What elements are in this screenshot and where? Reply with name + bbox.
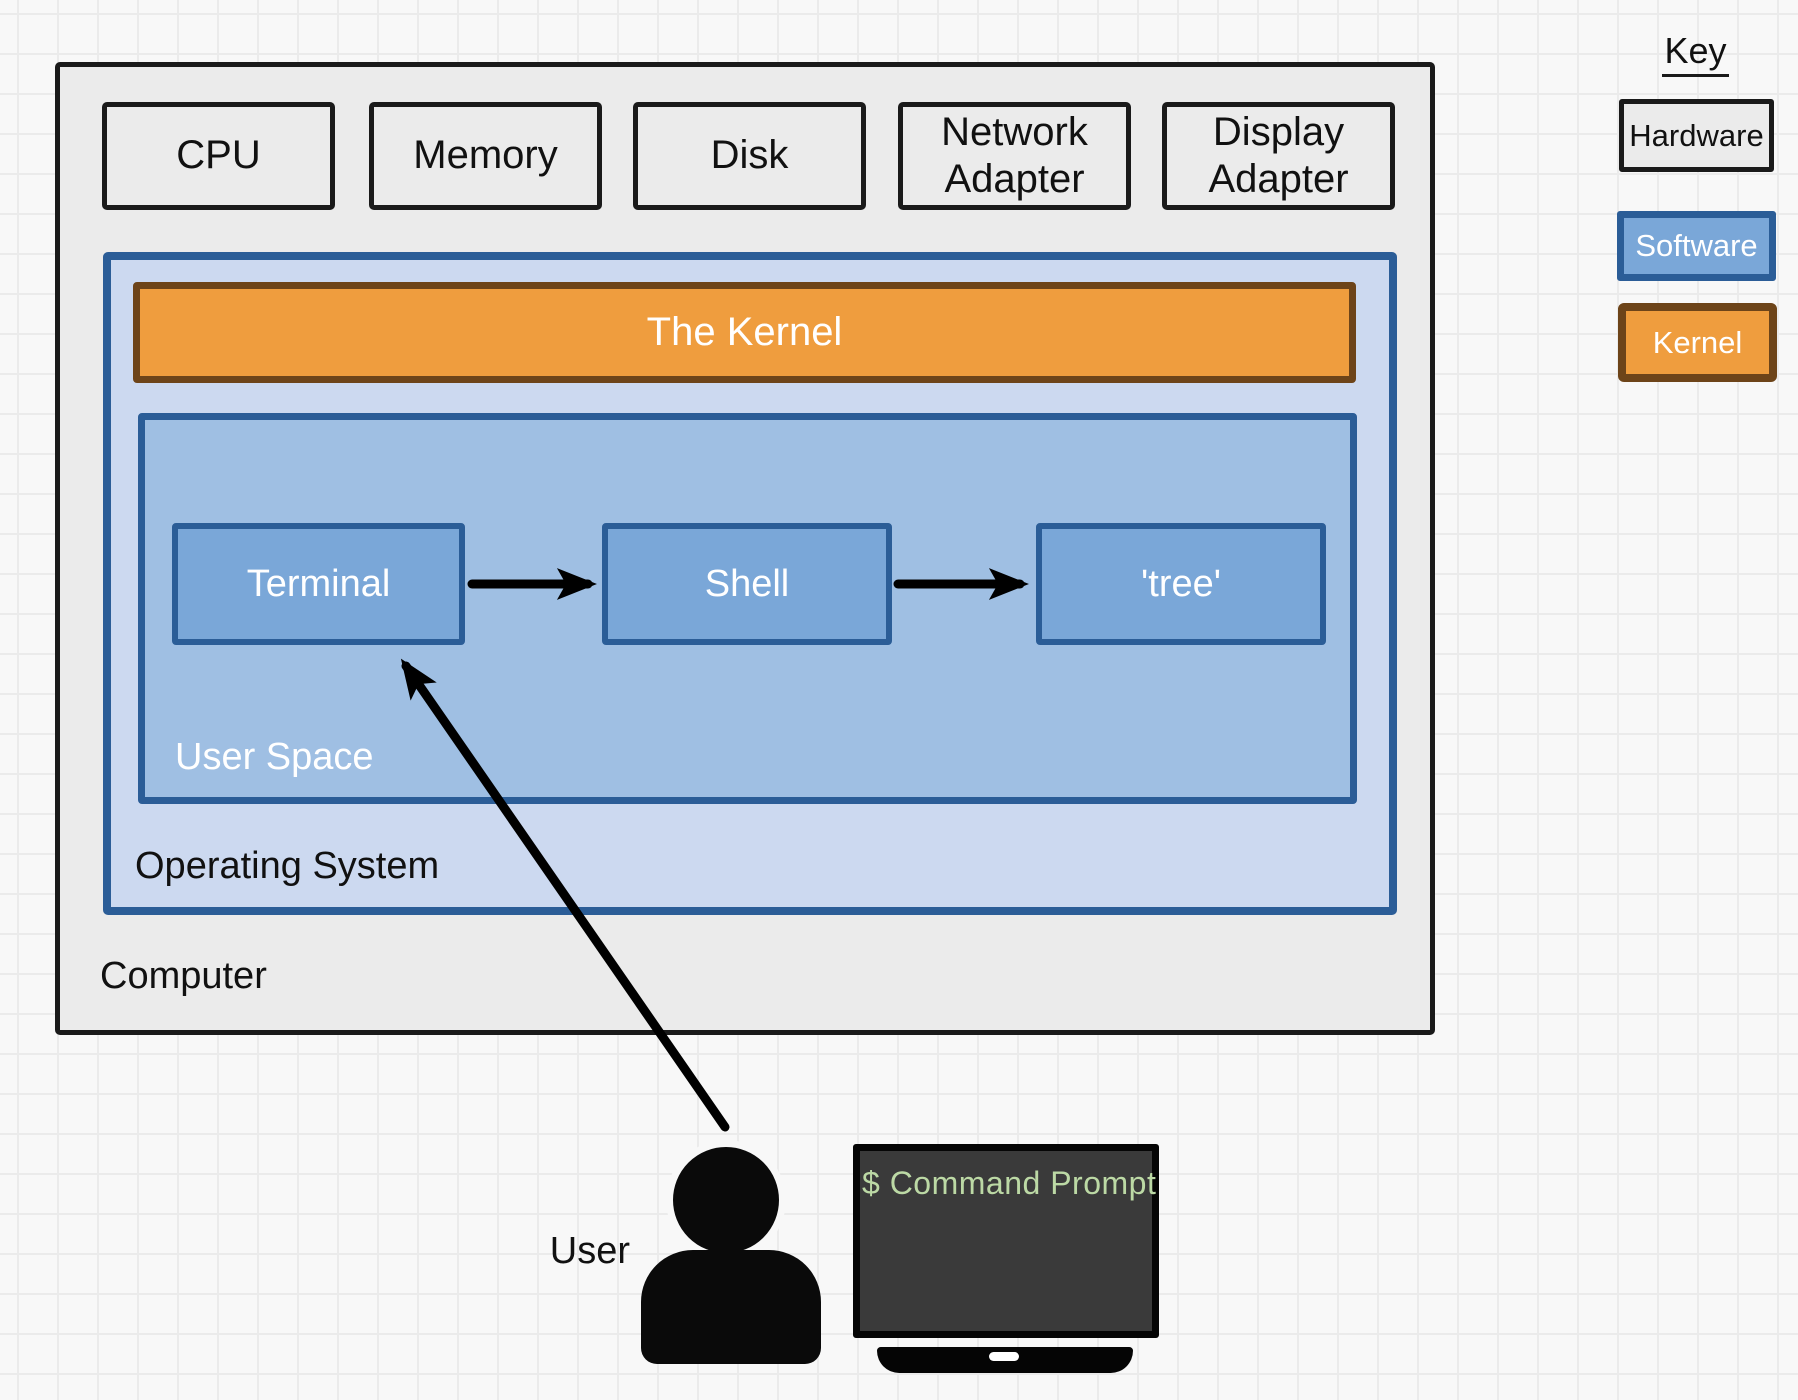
hardware-label-disk: Disk xyxy=(710,133,789,178)
key-label-kernel: Kernel xyxy=(1652,324,1743,360)
key-title-text: Key xyxy=(1662,30,1729,77)
hardware-label-display-adapter: Display Adapter xyxy=(1208,109,1349,201)
kernel-label: The Kernel xyxy=(646,310,843,354)
key-item-hardware: Hardware xyxy=(1619,99,1774,172)
process-box-terminal: Terminal xyxy=(172,523,465,645)
key-label-software: Software xyxy=(1635,228,1758,263)
process-box-shell: Shell xyxy=(602,523,892,645)
command-prompt-text: $ Command Prompt xyxy=(862,1165,1157,1201)
hardware-box-memory: Memory xyxy=(369,102,602,210)
process-label-terminal: Terminal xyxy=(246,562,391,605)
process-box-tree: 'tree' xyxy=(1036,523,1326,645)
key-item-kernel: Kernel xyxy=(1618,303,1777,382)
user-space-label: User Space xyxy=(175,736,374,778)
key-title: Key xyxy=(1648,30,1743,77)
hardware-box-disk: Disk xyxy=(633,102,866,210)
process-label-tree: 'tree' xyxy=(1141,562,1221,605)
monitor-icon: $ Command Prompt xyxy=(853,1144,1159,1338)
operating-system-label: Operating System xyxy=(135,845,440,887)
hardware-label-network-adapter: Network Adapter xyxy=(941,109,1088,201)
process-label-shell: Shell xyxy=(704,562,790,605)
key-label-hardware: Hardware xyxy=(1629,117,1764,153)
hardware-label-cpu: CPU xyxy=(176,133,261,178)
hardware-box-display-adapter: Display Adapter xyxy=(1162,102,1395,210)
hardware-box-cpu: CPU xyxy=(102,102,335,210)
monitor-base-notch xyxy=(989,1352,1019,1361)
user-label: User xyxy=(549,1230,630,1272)
key-item-software: Software xyxy=(1617,211,1776,281)
hardware-label-memory: Memory xyxy=(413,133,558,178)
kernel-bar: The Kernel xyxy=(133,282,1356,383)
computer-label: Computer xyxy=(100,955,267,997)
hardware-box-network-adapter: Network Adapter xyxy=(898,102,1131,210)
user-person-icon xyxy=(666,1140,786,1260)
user-person-body xyxy=(641,1250,821,1364)
